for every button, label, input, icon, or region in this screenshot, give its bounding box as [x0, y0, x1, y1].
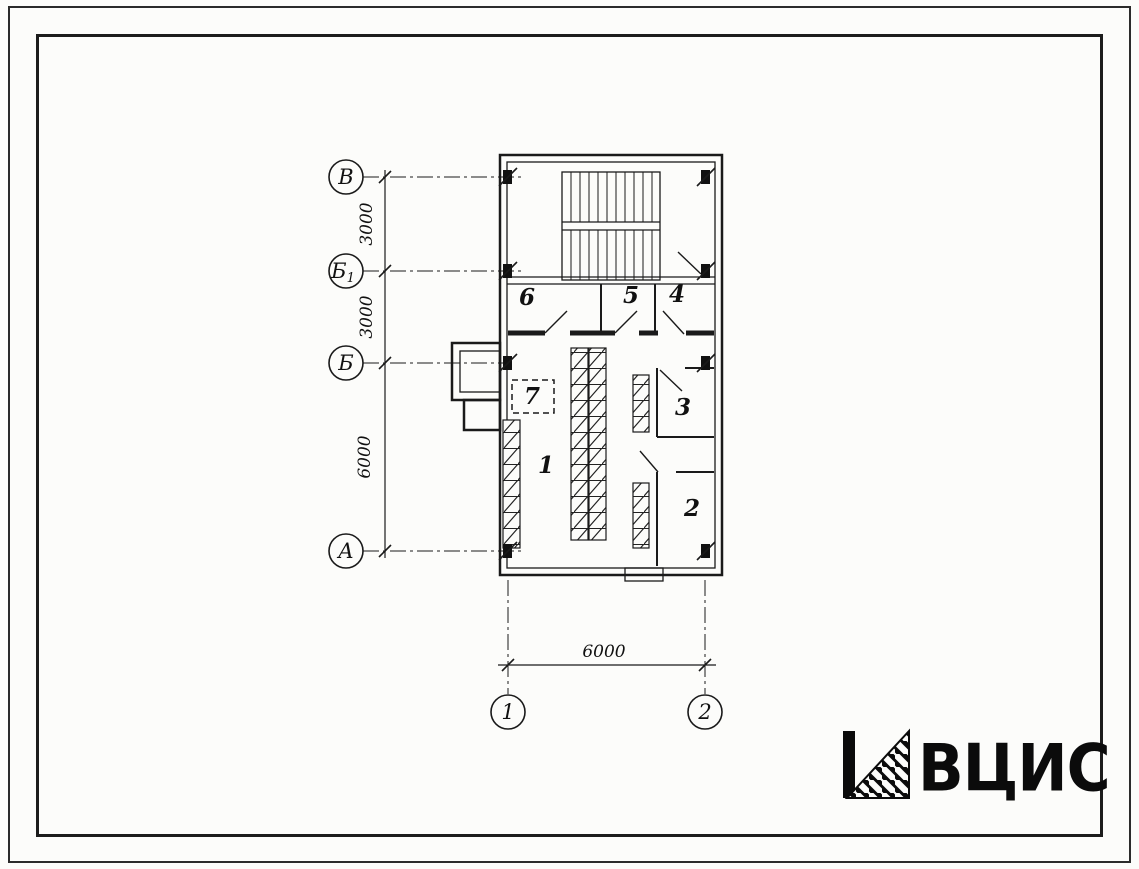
row-axis-bubbles: В Б1 Б А [328, 159, 364, 569]
staircase [561, 171, 661, 281]
sheet-inner-border [36, 34, 1103, 837]
logo-hatched-icon [843, 728, 910, 799]
left-dimension-chain: 3000 3000 6000 [355, 170, 392, 558]
axis-label-b1: Б1 [330, 259, 355, 286]
room-label-6: 6 [519, 284, 535, 311]
room-label-2: 2 [683, 495, 700, 522]
room-label-3: 3 [675, 394, 691, 421]
dim-left-3: 6000 [355, 435, 375, 478]
stair-treads-lower [570, 230, 653, 280]
axis-bubble-b1 [328, 253, 364, 289]
row-axis-lines [363, 176, 522, 552]
door-swings [544, 251, 702, 473]
room-label-4: 4 [669, 281, 685, 308]
dim-bottom: 6000 [582, 642, 625, 662]
axis-label-v: В [337, 165, 353, 189]
axis-label-1: 1 [501, 700, 514, 724]
dim-left-2: 3000 [357, 295, 377, 338]
axis-label-2: 2 [697, 700, 711, 724]
axis-bubble-1 [490, 694, 526, 730]
interior-walls [507, 276, 715, 566]
room7-dashed-outline [511, 379, 555, 414]
axis-label-a: А [336, 539, 354, 563]
axis-bubble-v [328, 159, 364, 195]
axis-bubble-a [328, 533, 364, 569]
axis-bubble-2 [687, 694, 723, 730]
bottom-dimension: 6000 1 2 [490, 580, 723, 730]
room-label-1: 1 [538, 452, 554, 479]
sheet-outer-border [8, 6, 1131, 863]
logo: ВЦИС [843, 720, 1111, 807]
room-labels: 6 5 4 7 1 3 2 [519, 281, 700, 522]
logo-text: ВЦИС [918, 730, 1111, 807]
stair-treads-upper [570, 172, 653, 222]
entrance-porch [450, 341, 502, 432]
room-label-5: 5 [623, 282, 639, 309]
axis-bubble-b [328, 345, 364, 381]
column-markers [498, 167, 716, 561]
axis-label-b: Б [337, 351, 353, 375]
equipment-hatched-strips [502, 347, 650, 549]
room-label-7: 7 [524, 383, 540, 410]
dim-left-1: 3000 [357, 202, 377, 245]
